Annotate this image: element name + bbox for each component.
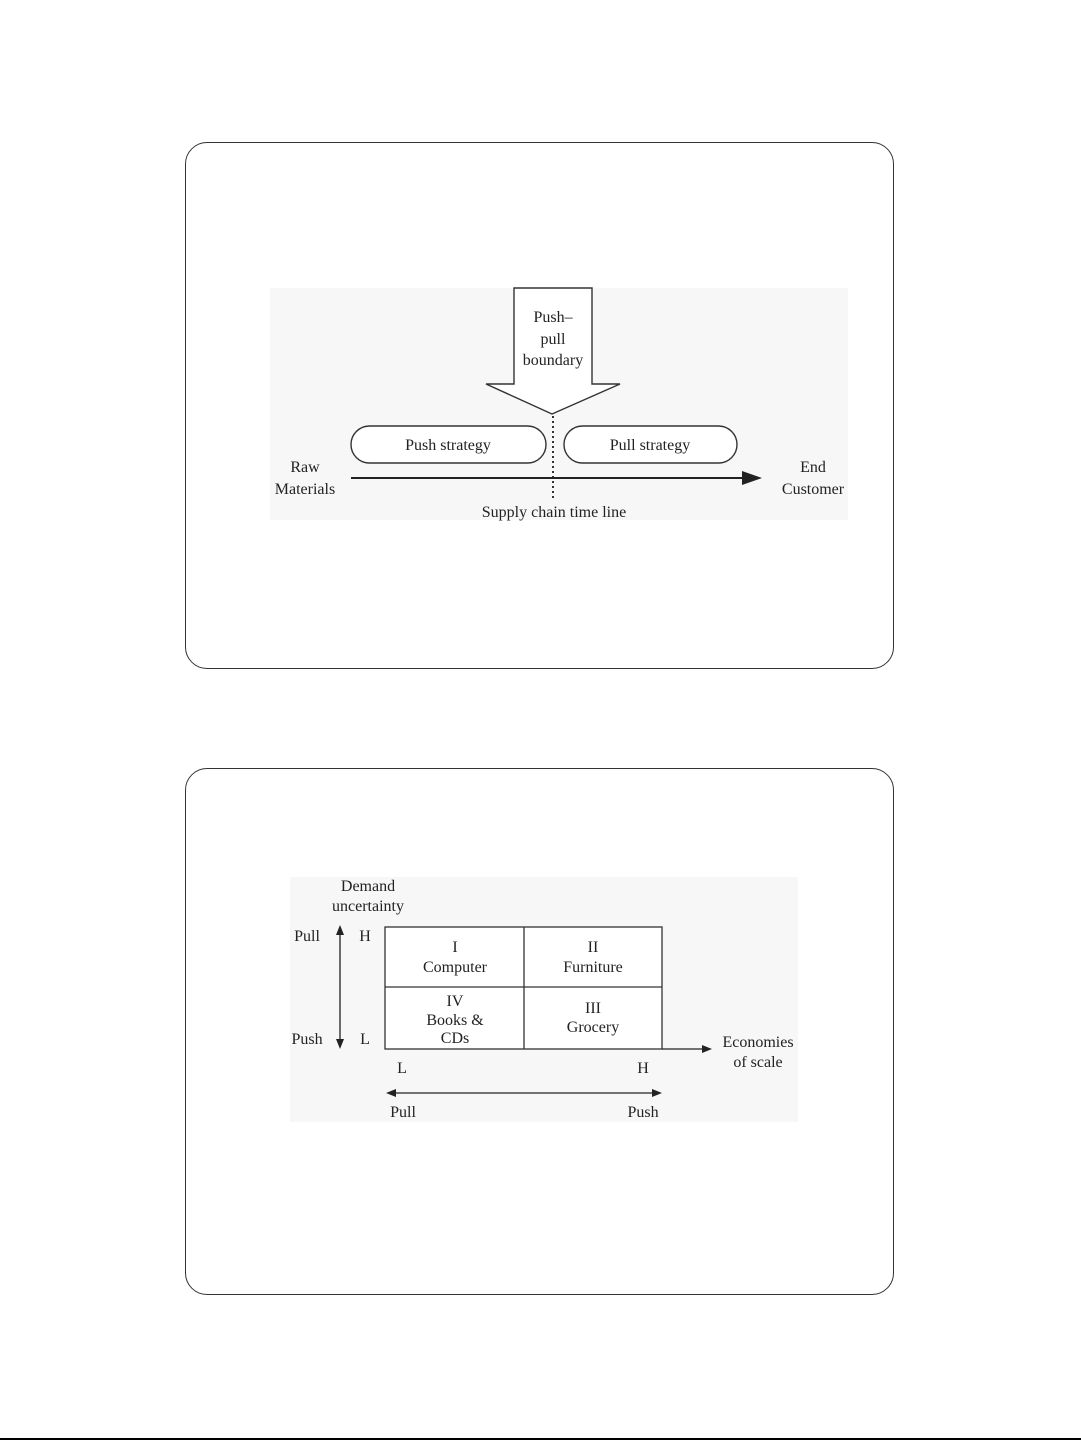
y-top-strategy: Pull xyxy=(294,928,320,945)
boundary-label-line1: Push– xyxy=(533,309,573,326)
cell-q4-label-line2: CDs xyxy=(441,1030,469,1047)
strategy-matrix-svg: Demand uncertainty Pull Push H L Economi… xyxy=(290,877,798,1122)
boundary-arrow xyxy=(486,288,620,414)
x-arrowhead-right xyxy=(652,1089,662,1097)
cell-q4-numeral: IV xyxy=(447,993,464,1010)
x-axis-arrowhead xyxy=(702,1045,712,1053)
y-high-label: H xyxy=(359,928,371,945)
x-right-strategy: Push xyxy=(627,1104,658,1121)
boundary-label-line3: boundary xyxy=(523,352,583,369)
cell-q4-label-line1: Books & xyxy=(426,1012,484,1029)
pull-strategy-label: Pull strategy xyxy=(610,437,690,454)
cell-q3-numeral: III xyxy=(585,1000,601,1017)
push-pull-diagram-svg: Push– pull boundary Push strategy Pull s… xyxy=(270,288,848,520)
end-customer-line1: End xyxy=(800,459,826,476)
y-axis-title-line2: uncertainty xyxy=(332,898,404,915)
x-left-strategy: Pull xyxy=(390,1104,416,1121)
slide-strategy-matrix: Demand uncertainty Pull Push H L Economi… xyxy=(185,768,894,1295)
x-low-label: L xyxy=(397,1060,407,1077)
cell-q3-label: Grocery xyxy=(567,1019,619,1036)
boundary-label-line2: pull xyxy=(541,331,566,348)
cell-q1-label: Computer xyxy=(423,959,488,976)
y-axis-title-line1: Demand xyxy=(341,878,395,895)
push-strategy-label: Push strategy xyxy=(405,437,491,454)
x-high-label: H xyxy=(637,1060,649,1077)
push-pull-diagram: Push– pull boundary Push strategy Pull s… xyxy=(270,288,848,520)
y-bottom-strategy: Push xyxy=(291,1031,322,1048)
raw-materials-line2: Materials xyxy=(275,481,335,498)
x-arrowhead-left xyxy=(386,1089,396,1097)
raw-materials-line1: Raw xyxy=(290,459,320,476)
y-arrowhead-top xyxy=(336,925,344,935)
x-axis-title-line1: Economies xyxy=(722,1034,793,1051)
y-low-label: L xyxy=(360,1031,370,1048)
timeline-arrowhead xyxy=(742,471,762,485)
x-axis-title-line2: of scale xyxy=(733,1054,782,1071)
strategy-matrix-diagram: Demand uncertainty Pull Push H L Economi… xyxy=(290,877,798,1122)
cell-q2-numeral: II xyxy=(588,939,599,956)
timeline-label: Supply chain time line xyxy=(482,504,626,521)
cell-q1-numeral: I xyxy=(452,939,457,956)
slide-push-pull-boundary: Push– pull boundary Push strategy Pull s… xyxy=(185,142,894,669)
page-bottom-rule xyxy=(0,1438,1081,1440)
end-customer-line2: Customer xyxy=(782,481,845,498)
y-arrowhead-bottom xyxy=(336,1039,344,1049)
cell-q2-label: Furniture xyxy=(563,959,623,976)
